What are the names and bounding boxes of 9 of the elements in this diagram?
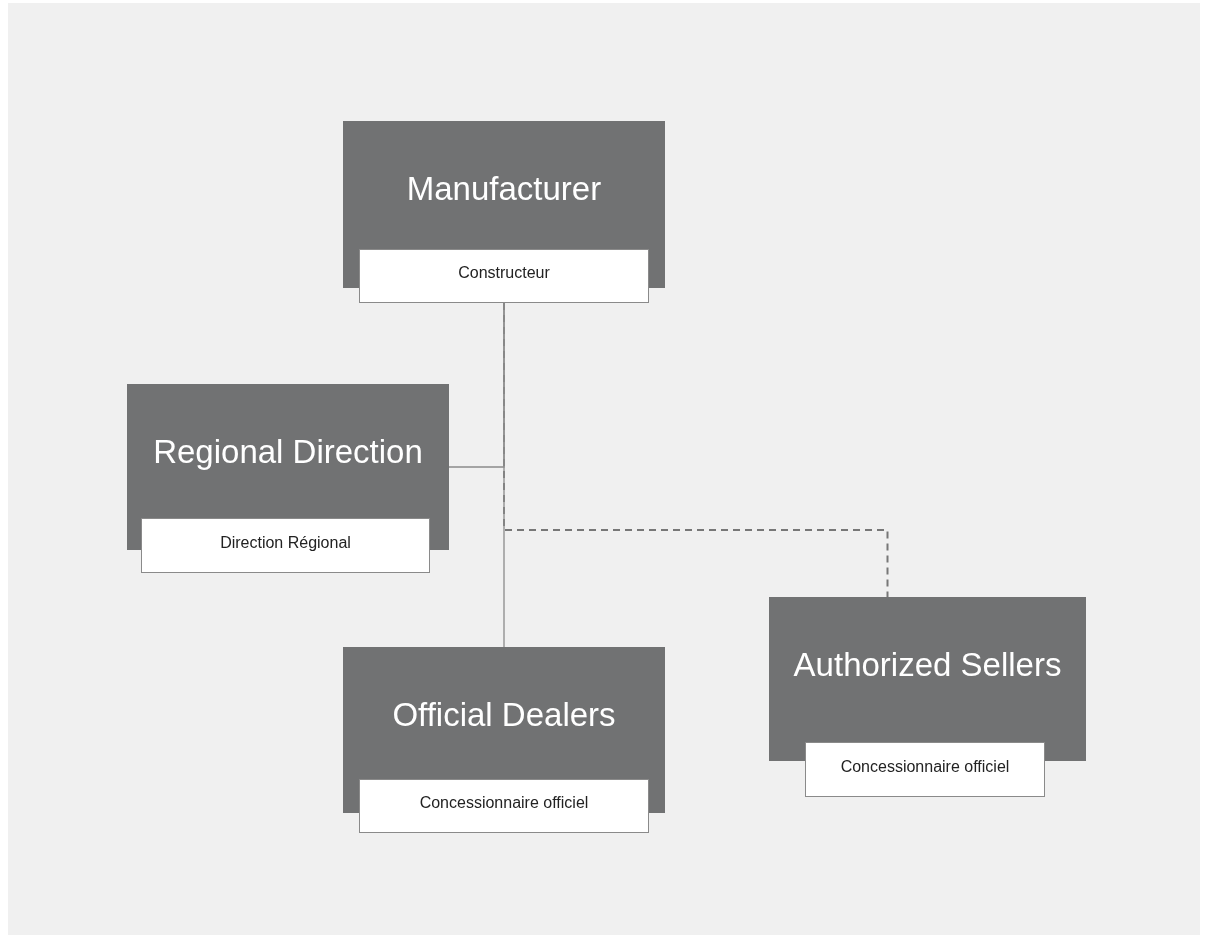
connector-line bbox=[503, 302, 505, 648]
node-title: Official Dealers bbox=[392, 696, 616, 734]
node-title: Authorized Sellers bbox=[793, 646, 1062, 684]
subtitle-label: Constructeur bbox=[359, 249, 649, 303]
subtitle-label: Concessionnaire officiel bbox=[805, 742, 1045, 797]
subtitle-label: Direction Régional bbox=[141, 518, 430, 573]
node-title: Manufacturer bbox=[406, 170, 602, 208]
subtitle-label: Concessionnaire officiel bbox=[359, 779, 649, 833]
node-title: Regional Direction bbox=[153, 433, 423, 471]
